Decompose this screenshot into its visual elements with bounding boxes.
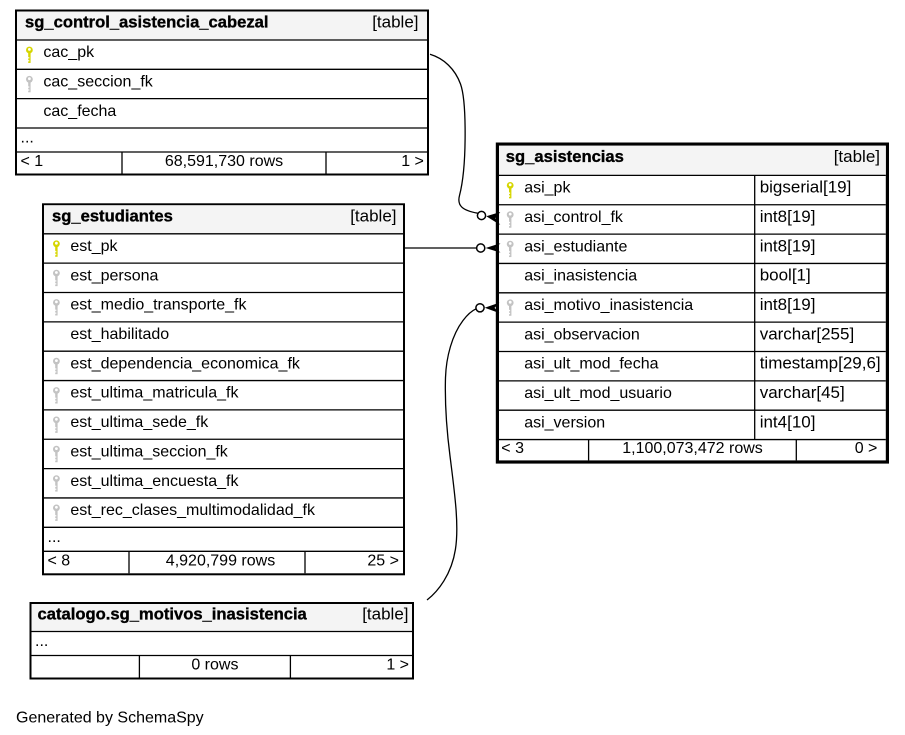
svg-text:25 >: 25 > xyxy=(367,552,399,569)
svg-text:est_dependencia_economica_fk: est_dependencia_economica_fk xyxy=(70,355,301,372)
svg-text:asi_observacion: asi_observacion xyxy=(524,326,640,343)
svg-text:asi_pk: asi_pk xyxy=(524,180,571,197)
svg-text:1 >: 1 > xyxy=(386,657,409,674)
svg-text:est_ultima_seccion_fk: est_ultima_seccion_fk xyxy=(70,443,228,460)
svg-text:[table]: [table] xyxy=(834,147,880,166)
svg-text:Generated by SchemaSpy: Generated by SchemaSpy xyxy=(16,710,204,727)
svg-text:cac_seccion_fk: cac_seccion_fk xyxy=(43,74,153,91)
svg-text:68,591,730 rows: 68,591,730 rows xyxy=(165,153,283,170)
svg-text:...: ... xyxy=(35,633,48,650)
svg-text:asi_estudiante: asi_estudiante xyxy=(524,238,627,255)
svg-text:est_rec_clases_multimodalidad_: est_rec_clases_multimodalidad_fk xyxy=(70,502,316,519)
svg-text:est_habilitado: est_habilitado xyxy=(70,326,169,343)
svg-text:asi_ult_mod_fecha: asi_ult_mod_fecha xyxy=(524,356,658,373)
svg-text:...: ... xyxy=(48,529,61,546)
svg-text:est_ultima_sede_fk: est_ultima_sede_fk xyxy=(70,414,209,431)
svg-text:asi_control_fk: asi_control_fk xyxy=(524,209,624,226)
svg-text:cac_fecha: cac_fecha xyxy=(43,103,116,120)
svg-text:0 >: 0 > xyxy=(855,440,878,457)
svg-text:varchar[255]: varchar[255] xyxy=(760,324,855,343)
svg-text:sg_estudiantes: sg_estudiantes xyxy=(52,206,173,225)
svg-text:int8[19]: int8[19] xyxy=(760,236,816,255)
svg-text:bigserial[19]: bigserial[19] xyxy=(760,178,852,197)
svg-text:catalogo.sg_motivos_inasistenc: catalogo.sg_motivos_inasistencia xyxy=(38,605,308,624)
svg-text:est_ultima_encuesta_fk: est_ultima_encuesta_fk xyxy=(70,473,239,490)
svg-text:asi_ult_mod_usuario: asi_ult_mod_usuario xyxy=(524,385,672,402)
svg-text:asi_version: asi_version xyxy=(524,414,605,431)
svg-text:sg_control_asistencia_cabezal: sg_control_asistencia_cabezal xyxy=(25,13,269,32)
svg-text:int4[10]: int4[10] xyxy=(760,412,816,431)
svg-text:timestamp[29,6]: timestamp[29,6] xyxy=(760,354,881,373)
svg-text:est_medio_transporte_fk: est_medio_transporte_fk xyxy=(70,297,247,314)
svg-text:4,920,799 rows: 4,920,799 rows xyxy=(166,552,275,569)
svg-text:asi_motivo_inasistencia: asi_motivo_inasistencia xyxy=(524,297,693,314)
svg-text:...: ... xyxy=(21,130,34,147)
svg-text:est_persona: est_persona xyxy=(70,267,158,284)
svg-text:int8[19]: int8[19] xyxy=(760,207,816,226)
svg-text:sg_asistencias: sg_asistencias xyxy=(506,147,624,166)
svg-text:[table]: [table] xyxy=(372,13,418,32)
svg-text:asi_inasistencia: asi_inasistencia xyxy=(524,268,637,285)
svg-text:0 rows: 0 rows xyxy=(191,657,238,674)
svg-text:1,100,073,472 rows: 1,100,073,472 rows xyxy=(622,440,763,457)
svg-text:< 1: < 1 xyxy=(21,153,44,170)
svg-text:< 8: < 8 xyxy=(48,552,71,569)
svg-text:bool[1]: bool[1] xyxy=(760,266,811,285)
svg-text:varchar[45]: varchar[45] xyxy=(760,383,845,402)
svg-text:int8[19]: int8[19] xyxy=(760,295,816,314)
svg-text:< 3: < 3 xyxy=(501,440,524,457)
svg-text:1 >: 1 > xyxy=(401,153,424,170)
svg-text:est_pk: est_pk xyxy=(70,238,118,255)
svg-text:est_ultima_matricula_fk: est_ultima_matricula_fk xyxy=(70,385,239,402)
svg-text:[table]: [table] xyxy=(350,206,396,225)
svg-text:cac_pk: cac_pk xyxy=(43,44,95,61)
svg-text:[table]: [table] xyxy=(362,605,408,624)
